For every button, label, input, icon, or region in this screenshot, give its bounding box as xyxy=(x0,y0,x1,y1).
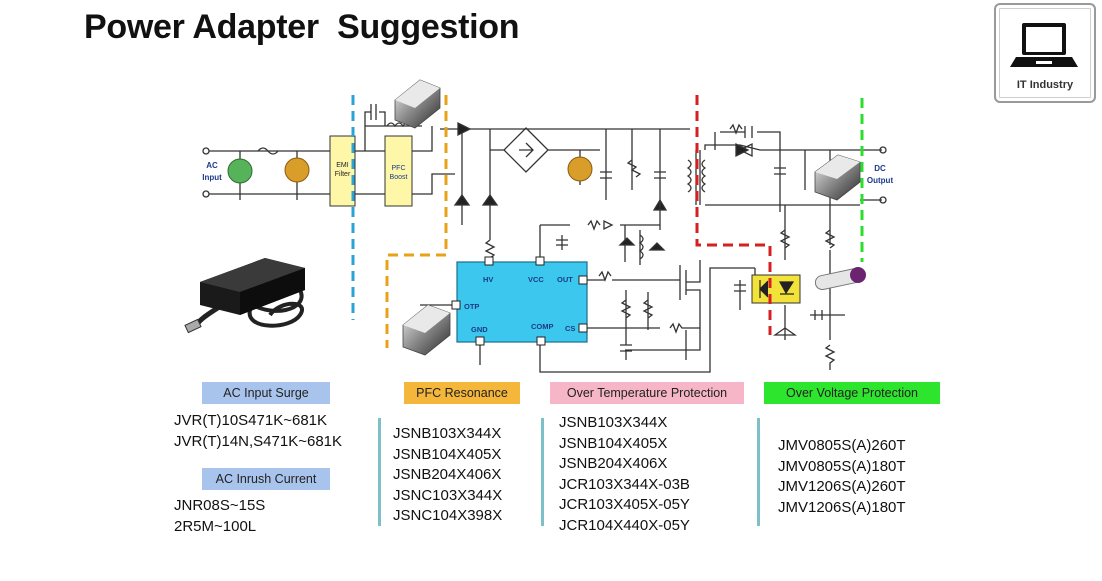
part-number: JMV0805S(A)180T xyxy=(778,457,906,475)
ac-input-label-1: AC xyxy=(206,161,218,170)
label-pfc-resonance: PFC Resonance xyxy=(404,382,520,404)
label-ac-inrush-current: AC Inrush Current xyxy=(202,468,330,490)
part-number: JSNC104X398X xyxy=(393,507,503,524)
part-number: JCR104X440X-05Y xyxy=(559,516,690,534)
logo-label: IT Industry xyxy=(1016,79,1074,91)
smd-chip-icon xyxy=(402,304,451,356)
ac-terminal-top xyxy=(202,147,210,155)
smd-chip-icon xyxy=(394,79,441,129)
part-number: JVR(T)14N,S471K~681K xyxy=(174,432,343,450)
pin-hv: HV xyxy=(483,275,493,284)
pin-otp: OTP xyxy=(464,302,479,311)
part-number: 2R5M~100L xyxy=(174,517,257,535)
sensor-tip xyxy=(850,267,866,283)
pin-vcc: VCC xyxy=(528,275,544,284)
part-number: JSNB104X405X xyxy=(393,445,502,463)
dc-output-label-2: Output xyxy=(867,176,894,185)
divider-bar xyxy=(378,418,381,526)
part-number: JMV1206S(A)180T xyxy=(778,498,906,516)
dc-output-label-1: DC xyxy=(874,164,886,173)
pfc-boost-block xyxy=(384,135,413,207)
part-number: JCR103X405X-05Y xyxy=(559,496,690,513)
part-number: JSNB204X406X xyxy=(393,466,502,483)
part-number: JNR08S~15S xyxy=(174,497,266,514)
controller-ic xyxy=(456,261,588,343)
ac-terminal-bottom xyxy=(202,190,210,198)
pfc-zone-boundary xyxy=(385,95,448,348)
ac-input-label-2: Input xyxy=(202,173,222,182)
pin-cs: CS xyxy=(565,324,575,333)
varistor-green-icon xyxy=(227,158,253,184)
emi-label-1: EMI xyxy=(336,162,349,169)
part-number: JCR103X344X-03B xyxy=(559,475,690,493)
label-over-temperature-protection: Over Temperature Protection xyxy=(550,382,744,404)
part-number: JMV1206S(A)260T xyxy=(778,478,906,495)
part-number: JSNB104X405X xyxy=(559,434,668,452)
laptop-icon xyxy=(1010,23,1078,67)
page-title: Power Adapter Suggestion xyxy=(84,8,520,46)
pin-out: OUT xyxy=(557,275,573,284)
ntc-thermistor-icon xyxy=(284,157,310,183)
over-temperature-protection-parts: JSNB103X344X JSNB104X405X JSNB204X406X J… xyxy=(559,413,690,536)
dc-terminal-top xyxy=(879,146,887,154)
pfc-resonance-parts: JSNB103X344X JSNB104X405X JSNB204X406X J… xyxy=(393,424,502,527)
part-number: JSNC103X344X xyxy=(393,486,503,504)
pfc-label-1: PFC xyxy=(392,165,406,172)
part-number: JSNB103X344X xyxy=(559,414,668,431)
power-adapter-image xyxy=(184,258,305,334)
pfc-label-2: Boost xyxy=(390,174,408,181)
part-number: JMV0805S(A)260T xyxy=(778,437,906,454)
part-number: JSNB204X406X xyxy=(559,455,668,472)
ac-inrush-current-parts: JNR08S~15S 2R5M~100L xyxy=(174,496,265,537)
part-number: JSNB103X344X xyxy=(393,425,502,442)
it-industry-logo: IT Industry xyxy=(994,3,1096,103)
thermistor-icon xyxy=(567,156,593,182)
smd-chip-icon xyxy=(814,154,861,201)
ac-input-surge-parts: JVR(T)10S471K~681K JVR(T)14N,S471K~681K xyxy=(174,411,342,452)
divider-bar xyxy=(541,418,544,526)
pin-gnd: GND xyxy=(471,325,488,334)
over-voltage-protection-parts: JMV0805S(A)260T JMV0805S(A)180T JMV1206S… xyxy=(778,436,906,518)
emi-label-2: Filter xyxy=(335,171,351,178)
emi-filter-block xyxy=(329,135,356,207)
label-ac-input-surge: AC Input Surge xyxy=(202,382,330,404)
part-number: JVR(T)10S471K~681K xyxy=(174,412,328,429)
pin-comp: COMP xyxy=(531,322,554,331)
divider-bar xyxy=(757,418,760,526)
dc-terminal-bottom xyxy=(879,196,887,204)
label-over-voltage-protection: Over Voltage Protection xyxy=(764,382,940,404)
